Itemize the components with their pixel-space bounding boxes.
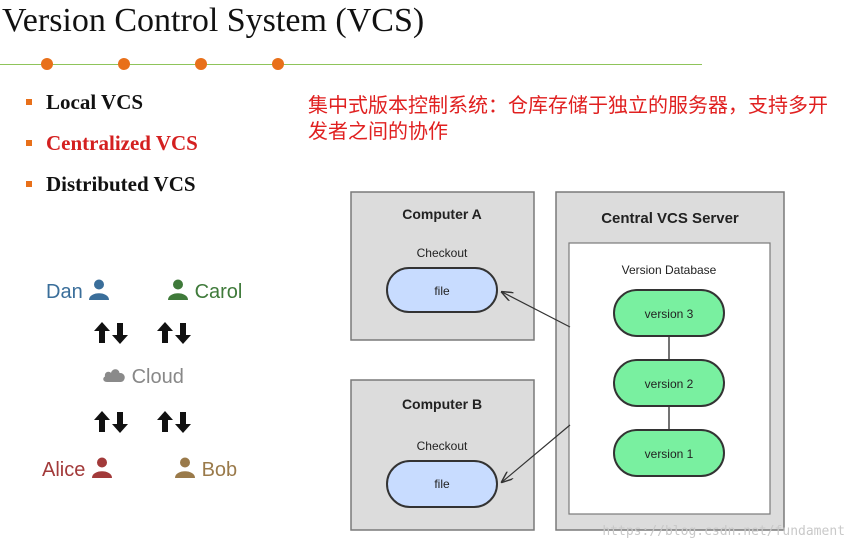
rule-dot bbox=[118, 58, 130, 70]
checkout-label: Checkout bbox=[417, 439, 468, 453]
version-3-node bbox=[613, 289, 725, 337]
version-1-node bbox=[613, 429, 725, 477]
bullet-label: Distributed VCS bbox=[46, 172, 196, 196]
bullet-marker bbox=[26, 140, 32, 146]
sync-arrows-icon bbox=[94, 411, 191, 433]
bullet-marker bbox=[26, 181, 32, 187]
slide-title: Version Control System (VCS) bbox=[2, 2, 425, 39]
computer-a-box bbox=[350, 191, 535, 341]
person-dan: Dan bbox=[46, 278, 110, 304]
bullet-centralized-vcs: Centralized VCS bbox=[26, 131, 198, 172]
person-label: Bob bbox=[201, 459, 238, 481]
user-icon bbox=[175, 457, 195, 478]
server-label: Central VCS Server bbox=[601, 210, 739, 227]
file-label: file bbox=[434, 284, 450, 298]
version-label: version 1 bbox=[645, 447, 694, 461]
computer-b-label: Computer B bbox=[402, 396, 482, 412]
bullet-label: Centralized VCS bbox=[46, 131, 198, 155]
bullet-list: Local VCS Centralized VCS Distributed VC… bbox=[26, 90, 198, 213]
user-icon bbox=[89, 279, 110, 300]
chinese-note: 集中式版本控制系统：仓库存储于独立的服务器，支持多开发者之间的协作 bbox=[308, 93, 828, 143]
checkout-arrow-b bbox=[502, 424, 571, 482]
cloud-node: Cloud bbox=[102, 366, 184, 389]
checkout-label: Checkout bbox=[417, 246, 468, 260]
bullet-local-vcs: Local VCS bbox=[26, 90, 198, 131]
person-label: Alice bbox=[42, 459, 86, 481]
title-rule bbox=[0, 64, 702, 65]
bullet-marker bbox=[26, 99, 32, 105]
database-label: Version Database bbox=[622, 263, 717, 277]
rule-dot bbox=[195, 58, 207, 70]
watermark: https://blog.csdn.net/fundament bbox=[602, 524, 845, 539]
version-label: version 3 bbox=[645, 307, 694, 321]
person-bob: Bob bbox=[174, 456, 237, 482]
version-label: version 2 bbox=[645, 377, 694, 391]
computer-a-label: Computer A bbox=[402, 206, 482, 222]
rule-dot bbox=[272, 58, 284, 70]
file-node-b bbox=[386, 460, 498, 508]
version-2-node bbox=[613, 359, 725, 407]
person-label: Carol bbox=[194, 281, 243, 303]
person-label: Dan bbox=[46, 281, 83, 303]
user-icon bbox=[168, 279, 188, 300]
bullet-distributed-vcs: Distributed VCS bbox=[26, 172, 198, 213]
sync-arrows-icon bbox=[94, 322, 191, 344]
person-alice: Alice bbox=[42, 456, 113, 482]
user-icon bbox=[91, 457, 112, 478]
file-node-a bbox=[386, 267, 498, 313]
file-label: file bbox=[434, 477, 450, 491]
checkout-arrow-a bbox=[502, 292, 571, 328]
cloud-label: Cloud bbox=[131, 366, 184, 388]
rule-dot bbox=[41, 58, 53, 70]
bullet-label: Local VCS bbox=[46, 90, 144, 114]
cloud-icon bbox=[103, 369, 125, 382]
person-carol: Carol bbox=[167, 278, 242, 304]
